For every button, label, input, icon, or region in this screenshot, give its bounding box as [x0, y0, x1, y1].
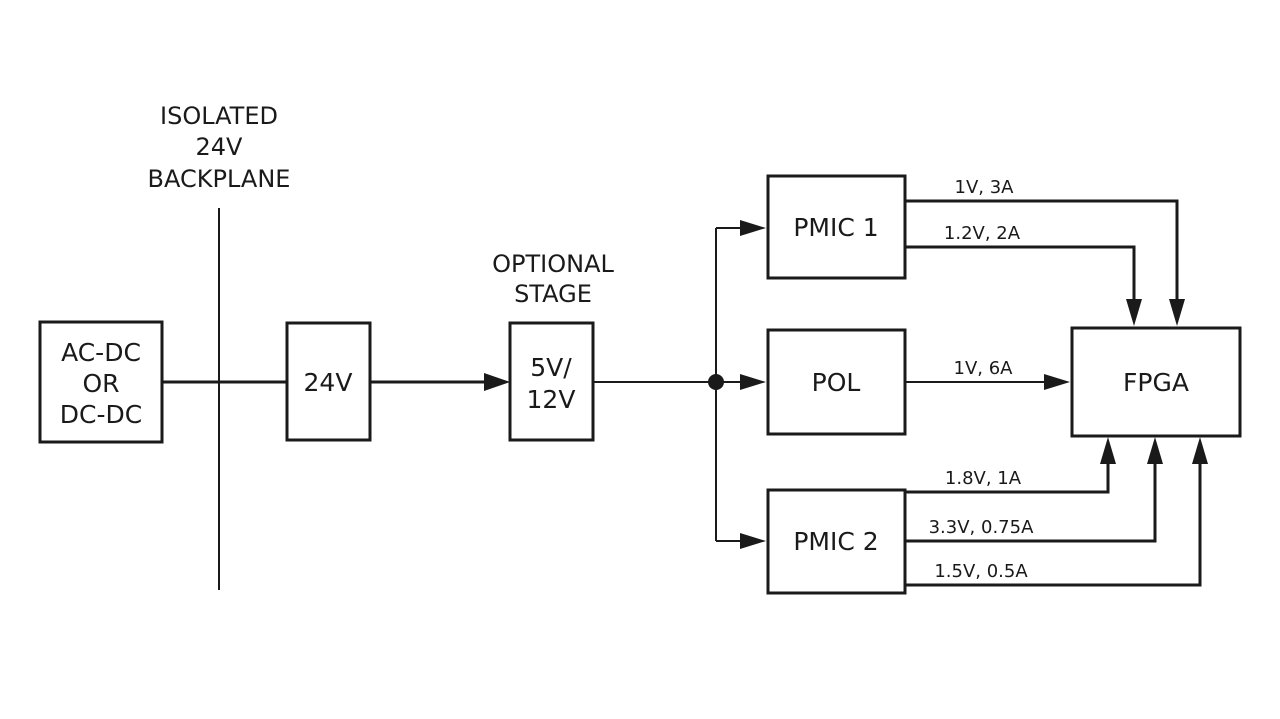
block-pol: POL: [766, 328, 907, 436]
block-acdc-line-2: OR: [82, 369, 119, 398]
optional-stage-label-line-1: OPTIONAL: [492, 250, 614, 278]
rail-pmic1-1v2-wire: [905, 245, 1136, 301]
backplane-label-line-2: 24V: [196, 133, 244, 161]
block-pmic2: PMIC 2: [766, 488, 907, 595]
block-stage-line-1: 5V/: [530, 353, 572, 382]
block-acdc: AC-DC OR DC-DC: [38, 320, 164, 444]
optional-stage-label-line-2: STAGE: [514, 280, 592, 308]
backplane-label-line-1: ISOLATED: [160, 102, 278, 130]
rail-pmic2-3v3-arrow: [1147, 437, 1163, 464]
rail-pmic2-1v8-arrow: [1100, 437, 1116, 464]
block-pmic1: PMIC 1: [766, 174, 907, 280]
rail-pmic2-3v3-wire: [905, 462, 1157, 543]
rail-pmic1-1v-wire: [905, 199, 1179, 301]
rail-label-pmic2-3v3: 3.3V, 0.75A: [929, 517, 1034, 538]
block-optional-stage: 5V/ 12V: [508, 321, 595, 442]
block-stage-line-2: 12V: [527, 385, 576, 414]
block-24v: 24V: [285, 321, 372, 442]
arrow-into-pmic1: [740, 220, 766, 236]
backplane-label: ISOLATED 24V BACKPLANE: [148, 102, 291, 193]
rail-pmic1-1v-arrow: [1169, 299, 1185, 326]
arrow-into-stage: [484, 373, 510, 391]
block-pol-label: POL: [812, 368, 861, 397]
block-acdc-line-1: AC-DC: [61, 338, 141, 367]
block-acdc-line-3: DC-DC: [60, 400, 142, 429]
rail-label-pmic1-1v: 1V, 3A: [955, 177, 1015, 198]
block-pmic1-label: PMIC 1: [793, 213, 878, 242]
block-fpga: FPGA: [1070, 326, 1242, 438]
rail-label-pol: 1V, 6A: [954, 358, 1014, 379]
rail-pmic2-1v8-wire: [905, 462, 1110, 494]
block-pmic2-label: PMIC 2: [793, 527, 878, 556]
optional-stage-label: OPTIONAL STAGE: [492, 250, 614, 308]
arrow-into-pol: [740, 374, 766, 390]
rail-pmic2-1v5-arrow: [1192, 437, 1208, 464]
rail-pol-arrow: [1044, 374, 1070, 390]
rail-label-pmic1-1v2: 1.2V, 2A: [944, 223, 1021, 244]
rail-pmic1-1v2-arrow: [1126, 299, 1142, 326]
rail-label-pmic2-1v5: 1.5V, 0.5A: [934, 561, 1028, 582]
arrow-into-pmic2: [740, 533, 766, 549]
rail-label-pmic2-1v8: 1.8V, 1A: [945, 468, 1022, 489]
block-fpga-label: FPGA: [1123, 368, 1189, 397]
block-24v-label: 24V: [304, 368, 353, 397]
backplane-label-line-3: BACKPLANE: [148, 165, 291, 193]
rail-pmic2-1v5-wire: [905, 462, 1202, 587]
